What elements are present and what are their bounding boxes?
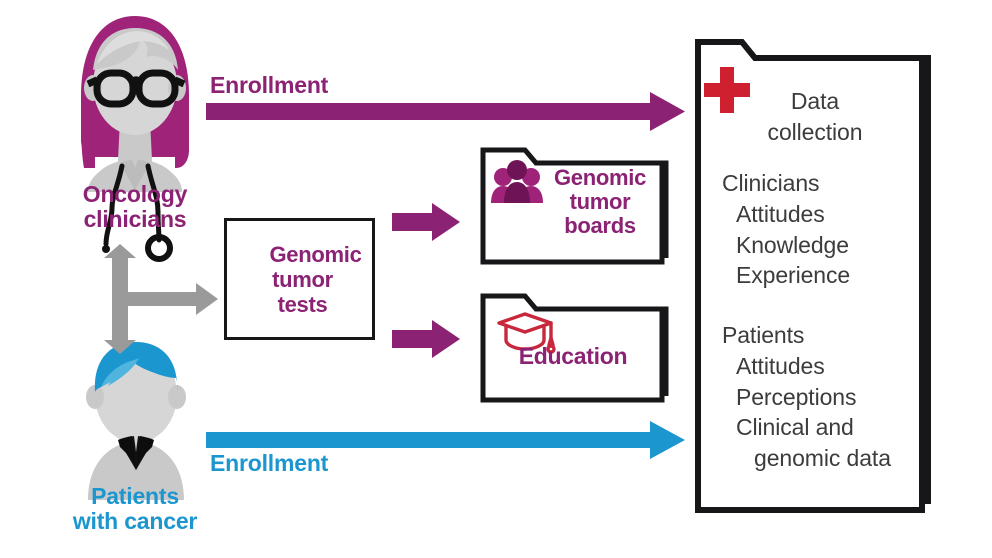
oncology-clinicians-label: Oncology clinicians [20,182,250,232]
three-way-gray-arrow [104,244,218,354]
patients-with-cancer-label: Patients with cancer [20,484,250,534]
genomic-tumor-boards-line3: boards [564,213,636,239]
graduation-cap-icon [497,312,556,354]
tests-to-boards-arrow [392,203,460,241]
patient-enrollment-label: Enrollment [210,450,329,476]
patients-with-cancer-label-line1: Patients [91,483,179,509]
patients-item-clinical-and: Clinical and [736,414,854,441]
people-group-icon [491,160,543,203]
genomic-tumor-boards-folder [480,147,669,265]
education-folder [480,293,669,403]
tests-to-education-arrow [392,320,460,358]
clinicians-item-attitudes: Attitudes [736,200,825,227]
data-collection-title-line2: collection [767,118,863,145]
data-collection-title-line1: Data [790,88,840,114]
clinician-avatar-icon [81,16,189,262]
education-label: Education [493,343,653,369]
genomic-tumor-tests-line2: tumor [272,266,333,292]
oncology-clinicians-label-line2: clinicians [83,205,187,232]
genomic-tumor-tests-line3: tests [277,291,328,317]
genomic-tumor-tests-box: Genomic tumor tests [224,218,375,340]
oncology-clinicians-label-line1: Oncology [82,181,188,207]
patient-enrollment-arrow [206,421,685,459]
clinicians-data-group: Clinicians Attitudes Knowledge Experienc… [722,168,850,291]
patients-item-genomic-data: genomic data [754,445,891,472]
genomic-tumor-boards-line2: tumor [569,189,631,215]
patient-avatar-icon [86,342,186,500]
genomic-tumor-tests-line1: Genomic [269,242,362,267]
patients-data-group: Patients Attitudes Perceptions Clinical … [722,320,891,474]
clinician-enrollment-label: Enrollment [210,72,329,98]
data-collection-panel [695,39,931,513]
education-line1: Education [518,343,628,369]
genomic-tumor-boards-label: Genomic tumor boards [538,165,662,239]
patients-item-perceptions: Perceptions [736,383,857,410]
clinicians-item-knowledge: Knowledge [736,231,849,258]
data-collection-title: Data collection [700,86,930,147]
clinicians-item-experience: Experience [736,262,851,289]
red-cross-icon [704,67,750,113]
patients-group-heading: Patients [722,322,805,348]
clinician-enrollment-arrow [206,92,685,131]
genomic-tumor-tests-label: Genomic tumor tests [227,242,378,318]
patients-item-attitudes: Attitudes [736,352,825,379]
patients-with-cancer-label-line2: with cancer [72,507,198,534]
genomic-tumor-boards-line1: Genomic [553,165,647,190]
clinicians-group-heading: Clinicians [722,170,820,196]
